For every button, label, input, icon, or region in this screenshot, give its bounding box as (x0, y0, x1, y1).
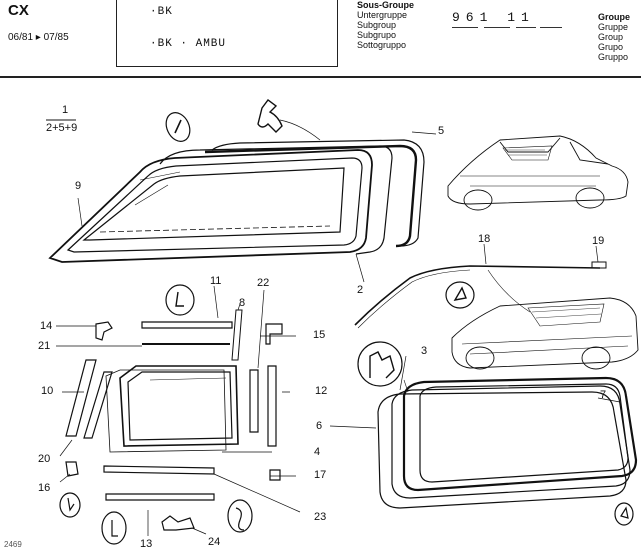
page-reference: 2469 (4, 540, 22, 549)
production-dates: 06/81 ▸ 07/85 (8, 32, 69, 43)
subgroup-label-en: Subgroup (357, 20, 397, 30)
callout-number: 16 (38, 482, 51, 494)
code-underline (540, 27, 562, 28)
callout-number: 23 (314, 511, 327, 523)
side-window-assembly (106, 366, 238, 452)
subgroup-label-it: Sottogruppo (357, 40, 407, 50)
version-bk-ambu: ·BK · AMBU (150, 38, 227, 50)
roof-trim-strip (355, 262, 606, 328)
subgroup-label-es: Subgrupo (357, 30, 397, 40)
callout-number: 19 (592, 235, 605, 247)
callout-number: 8 (239, 297, 246, 309)
callout-number: 24 (208, 536, 221, 548)
seal-profile-detail-icon (258, 100, 320, 140)
code-underline (484, 27, 510, 28)
callout-number: 20 (38, 453, 51, 465)
subgroup-label-de: Untergruppe (357, 10, 408, 20)
group-label-it: Gruppo (598, 52, 629, 62)
callout-number: 21 (38, 340, 51, 352)
fraction-numerator: 1 (62, 104, 69, 116)
subgroup-label-fr: Sous-Groupe (357, 0, 415, 10)
callout-number: 5 (438, 125, 445, 137)
callout-number: 7 (600, 389, 607, 401)
callout-number: 22 (257, 277, 270, 289)
callout-number: 3 (421, 345, 428, 357)
callout-number: 18 (478, 233, 491, 245)
code-underline (452, 27, 478, 28)
callout-number: 13 (140, 538, 153, 550)
group-label-es: Grupo (598, 42, 624, 52)
car-silhouette-estate-icon (452, 298, 638, 369)
end-cap-detail-icon (615, 503, 633, 525)
rear-seal-profile-detail-icon (358, 342, 402, 386)
version-box (116, 0, 338, 67)
callout-number: 15 (313, 329, 326, 341)
clip-parts (66, 322, 282, 530)
callout-number: 12 (315, 385, 328, 397)
callout-number: 17 (314, 469, 327, 481)
group-label-de: Gruppe (598, 22, 629, 32)
version-bk: ·BK (150, 6, 173, 18)
group-label-en: Group (598, 32, 624, 42)
callout-number: 11 (210, 275, 222, 287)
windscreen-assembly (50, 140, 424, 262)
pillar-strips (66, 310, 276, 446)
callout-number: 9 (75, 180, 82, 192)
code-underline (516, 27, 536, 28)
fraction-denominator: 2+5+9 (46, 122, 78, 134)
model-name: CX (8, 2, 29, 19)
seal-profile-detail-icon (162, 109, 195, 145)
callout-leader-lines (46, 120, 620, 536)
group-label-fr: Groupe (598, 12, 631, 22)
rear-window-assembly (378, 378, 636, 508)
car-silhouette-rear-icon (448, 136, 628, 210)
callout-number: 2 (357, 284, 364, 296)
profile-detail-icon (60, 285, 252, 544)
trim-rails (104, 322, 232, 500)
header-rule (0, 76, 641, 78)
leader-line (488, 270, 530, 312)
trim-profile-detail-icon (446, 282, 474, 308)
callout-number: 4 (314, 446, 321, 458)
callout-number: 6 (316, 420, 323, 432)
callout-number: 14 (40, 320, 53, 332)
subgroup-code: 961 11 (452, 10, 535, 25)
callout-number: 10 (41, 385, 54, 397)
